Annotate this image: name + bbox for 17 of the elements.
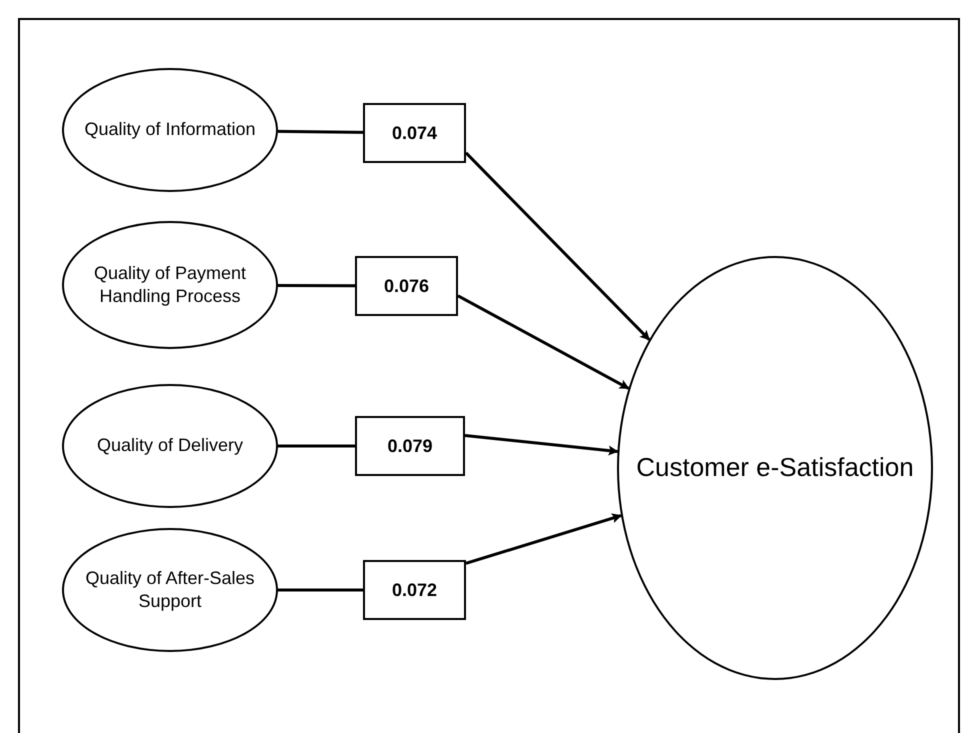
oval-node: Quality of Delivery [62,384,278,508]
connector-line [278,130,364,134]
coefficient-box: 0.079 [355,416,465,476]
coefficient-box: 0.076 [355,256,458,316]
coefficient-box: 0.074 [363,103,466,163]
arrow [457,294,630,390]
oval-node: Quality of After-Sales Support [62,528,278,652]
coefficient-box: 0.072 [363,560,466,620]
oval-node: Quality of Information [62,68,278,192]
oval-node: Customer e-Satisfaction [617,256,933,680]
connector-line [278,284,355,288]
connector-line [278,588,363,592]
connector-line [278,444,355,448]
arrow [464,152,650,341]
oval-node: Quality of Payment Handling Process [62,221,278,349]
arrow [464,434,618,456]
arrow [466,513,622,565]
